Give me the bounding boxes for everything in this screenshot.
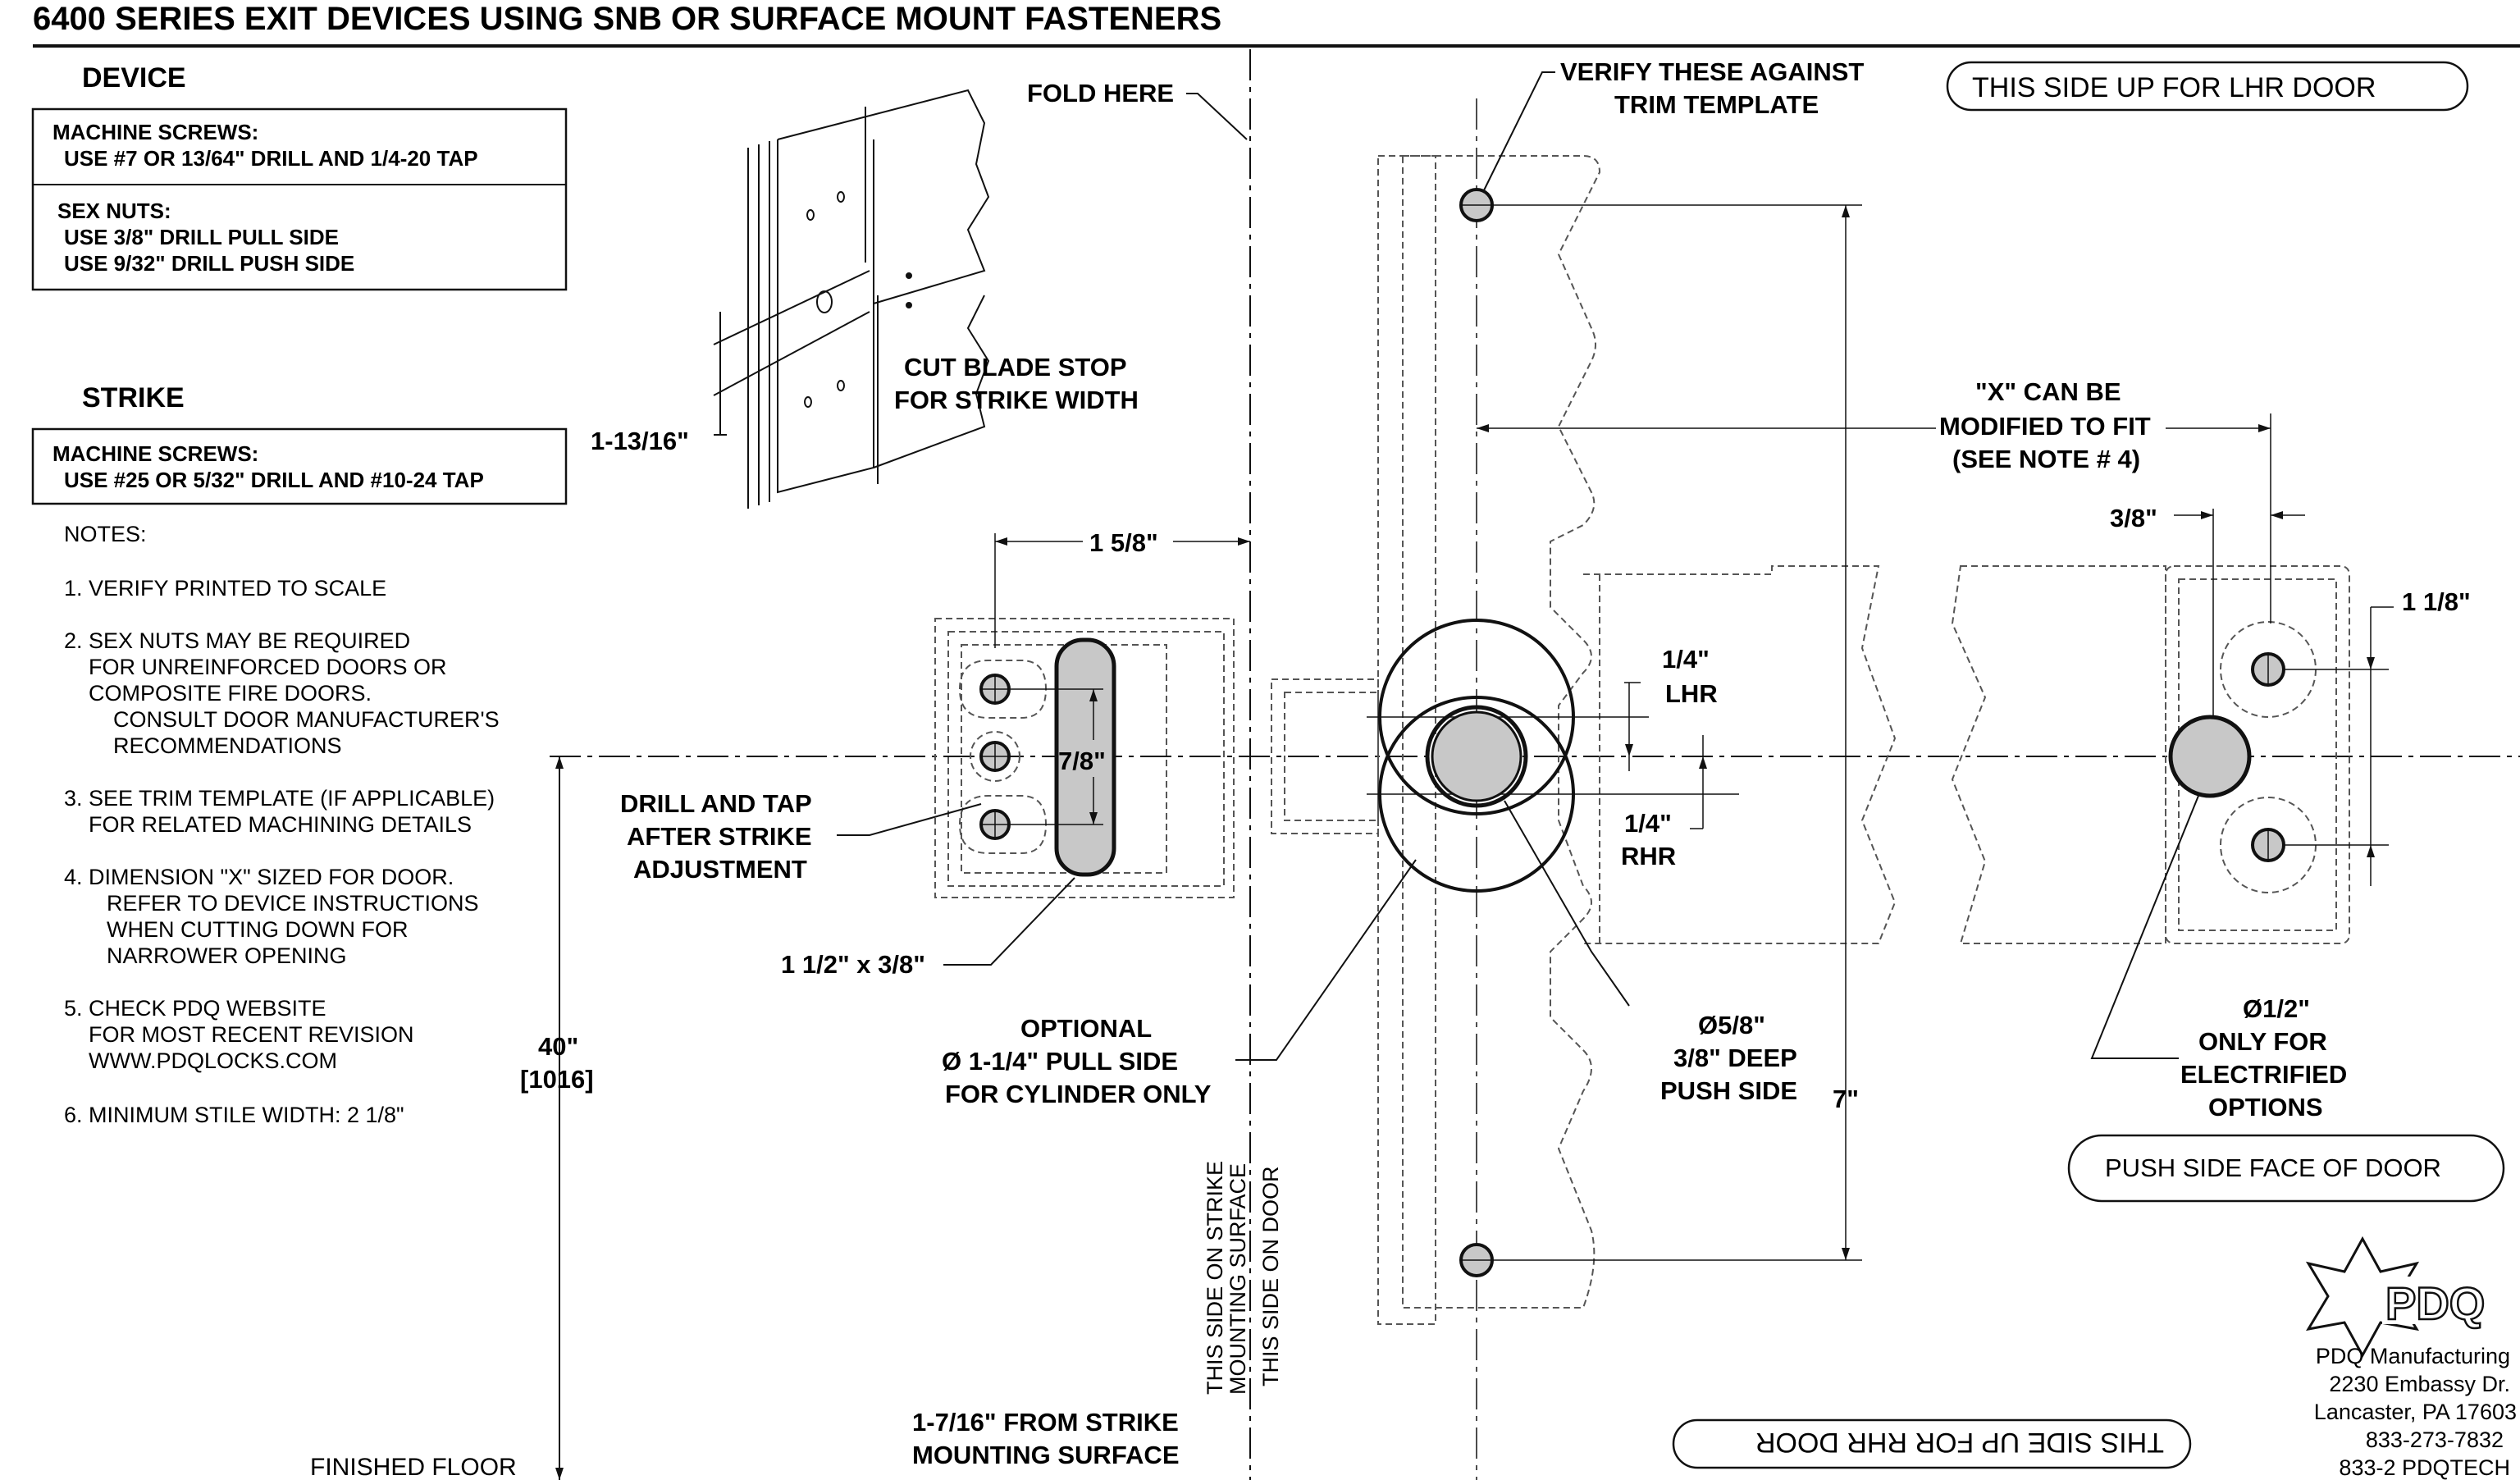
- note-5b: FOR MOST RECENT REVISION: [89, 1022, 414, 1047]
- strike-screws-title: MACHINE SCREWS:: [52, 441, 258, 466]
- optional-label-3: FOR CYLINDER ONLY: [945, 1080, 1212, 1108]
- dim-1016: [1016]: [520, 1065, 594, 1094]
- strike-box: [31, 427, 568, 505]
- slot-dim-label: 1 1/2" x 3/8": [781, 950, 925, 979]
- lhr-cylinder-circle: [1378, 619, 1575, 815]
- dia-5-8-label-2: 3/8" DEEP: [1673, 1044, 1797, 1072]
- device-screws-line: USE #7 OR 13/64" DRILL AND 1/4-20 TAP: [64, 146, 478, 171]
- verify-label-2: TRIM TEMPLATE: [1614, 90, 1819, 119]
- dim-1-4-lhr-b: LHR: [1665, 679, 1718, 708]
- notes-heading: NOTES:: [64, 522, 147, 546]
- page-title: 6400 SERIES EXIT DEVICES USING SNB OR SU…: [33, 1, 1221, 37]
- strike-screws-line: USE #25 OR 5/32" DRILL AND #10-24 TAP: [64, 468, 484, 492]
- sex-nuts-title: SEX NUTS:: [57, 199, 171, 223]
- finished-floor-label: FINISHED FLOOR: [310, 1454, 517, 1480]
- dia-1-2-label-2: ONLY FOR: [2198, 1027, 2327, 1056]
- dim-7: 7": [1833, 1085, 1859, 1113]
- note-2b: FOR UNREINFORCED DOORS OR: [89, 655, 447, 679]
- note-5a: 5. CHECK PDQ WEBSITE: [64, 996, 326, 1021]
- note-4c: WHEN CUTTING DOWN FOR: [107, 917, 408, 942]
- company-address: PDQ Manufacturing 2230 Embassy Dr. Lanca…: [2314, 1344, 2517, 1480]
- drill-tap-label-3: ADJUSTMENT: [633, 855, 807, 884]
- note-4a: 4. DIMENSION "X" SIZED FOR DOOR.: [64, 865, 454, 889]
- note-4b: REFER TO DEVICE INSTRUCTIONS: [107, 891, 479, 916]
- push-side-face-label: PUSH SIDE FACE OF DOOR: [2105, 1153, 2441, 1182]
- see-note-4: (SEE NOTE # 4): [1952, 445, 2140, 473]
- electrified-hole: [2168, 715, 2252, 798]
- company-city: Lancaster, PA 17603: [2314, 1400, 2517, 1424]
- dim-3-8: 3/8": [2110, 504, 2157, 532]
- drill-tap-label-1: DRILL AND TAP: [620, 789, 812, 818]
- strike-surface-label-2: MOUNTING SURFACE: [1226, 1163, 1250, 1395]
- optional-label-2: Ø 1-1/4" PULL SIDE: [942, 1047, 1178, 1076]
- rhr-door-label: THIS SIDE UP FOR RHR DOOR: [1755, 1427, 2164, 1458]
- note-3a: 3. SEE TRIM TEMPLATE (IF APPLICABLE): [64, 786, 495, 811]
- dim-1-1-8: 1 1/8": [2402, 587, 2471, 616]
- dia-1-2-label-4: OPTIONS: [2208, 1093, 2323, 1121]
- modified-to-fit: MODIFIED TO FIT: [1939, 412, 2151, 441]
- drill-tap-label-2: AFTER STRIKE: [627, 822, 812, 851]
- strike-outline: [934, 618, 1235, 898]
- dim-1-13-16: 1-13/16": [591, 427, 689, 455]
- push-side-hole: [1431, 710, 1522, 802]
- note-2c: COMPOSITE FIRE DOORS.: [89, 681, 372, 706]
- company-phone: 833-273-7832: [2366, 1427, 2504, 1452]
- device-screws-title: MACHINE SCREWS:: [52, 120, 258, 144]
- note-2a: 2. SEX NUTS MAY BE REQUIRED: [64, 628, 410, 653]
- fold-here-label: FOLD HERE: [1027, 79, 1174, 107]
- note-5c: WWW.PDQLOCKS.COM: [89, 1048, 337, 1073]
- dim-1-7-16-label-1: 1-7/16" FROM STRIKE: [912, 1408, 1179, 1437]
- sex-nuts-line1: USE 3/8" DRILL PULL SIDE: [64, 225, 339, 249]
- pdq-logo: PDQ: [2305, 1236, 2513, 1359]
- x-can-be: "X" CAN BE: [1975, 377, 2121, 406]
- rhr-door-badge: THIS SIDE UP FOR RHR DOOR: [1672, 1418, 2192, 1469]
- optional-label-1: OPTIONAL: [1020, 1014, 1152, 1043]
- note-3b: FOR RELATED MACHINING DETAILS: [89, 812, 472, 837]
- note-1: 1. VERIFY PRINTED TO SCALE: [64, 576, 386, 601]
- company-street: 2230 Embassy Dr.: [2329, 1372, 2510, 1396]
- company-name: PDQ Manufacturing: [2316, 1344, 2510, 1368]
- note-2d: CONSULT DOOR MANUFACTURER'S: [113, 707, 500, 732]
- device-heading: DEVICE: [82, 62, 186, 94]
- dia-1-2-label-3: ELECTRIFIED: [2180, 1060, 2347, 1089]
- dim-7-8: 7/8": [1058, 747, 1106, 775]
- rhr-cylinder-circle: [1378, 696, 1575, 893]
- push-side-badge: [2067, 1134, 2505, 1203]
- blade-stop-sketch: [713, 89, 990, 509]
- company-phone-alt: 833-2 PDQTECH: [2339, 1455, 2510, 1480]
- note-2e: RECOMMENDATIONS: [113, 733, 342, 758]
- strike-heading: STRIKE: [82, 382, 185, 413]
- dim-1-4-lhr-a: 1/4": [1662, 645, 1710, 674]
- cut-blade-label-2: FOR STRIKE WIDTH: [894, 386, 1139, 414]
- strike-slot: [1054, 637, 1116, 877]
- dia-5-8-label-3: PUSH SIDE: [1660, 1076, 1797, 1105]
- lhr-door-badge: [1946, 61, 2469, 112]
- dim-1-4-rhr-b: RHR: [1621, 842, 1676, 870]
- notes-list: NOTES: 1. VERIFY PRINTED TO SCALE 2. SEX…: [64, 522, 500, 1127]
- dia-1-2-label-1: Ø1/2": [2243, 994, 2310, 1023]
- strike-surface-label-1: THIS SIDE ON STRIKE: [1203, 1161, 1227, 1395]
- dim-1-7-16-label-2: MOUNTING SURFACE: [912, 1441, 1180, 1469]
- pdq-logo-text: PDQ: [2385, 1277, 2485, 1329]
- dim-1-5-8: 1 5/8": [1089, 528, 1158, 557]
- dim-1-4-rhr-a: 1/4": [1624, 809, 1672, 838]
- note-4d: NARROWER OPENING: [107, 943, 347, 968]
- sex-nuts-line2: USE 9/32" DRILL PUSH SIDE: [64, 251, 354, 276]
- hole-outline: [1425, 705, 1528, 808]
- dim-40: 40": [538, 1032, 578, 1061]
- note-6: 6. MINIMUM STILE WIDTH: 2 1/8": [64, 1103, 404, 1127]
- device-box: [31, 107, 568, 291]
- verify-label-1: VERIFY THESE AGAINST: [1560, 57, 1864, 86]
- dia-5-8-label-1: Ø5/8": [1698, 1011, 1765, 1039]
- on-door-label: THIS SIDE ON DOOR: [1258, 1166, 1283, 1386]
- cut-blade-label-1: CUT BLADE STOP: [904, 353, 1127, 381]
- lhr-door-label: THIS SIDE UP FOR LHR DOOR: [1972, 72, 2376, 103]
